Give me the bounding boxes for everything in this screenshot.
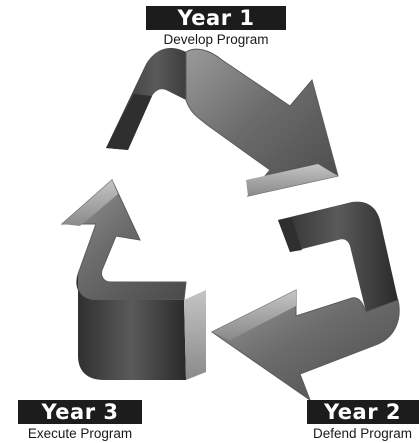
year-1-caption: Develop Program (140, 32, 292, 48)
year-3-caption: Execute Program (18, 426, 142, 442)
arrow-year-3-end (184, 290, 206, 380)
arrow-year-3-face (62, 180, 186, 300)
stage-label-year-2: Year 2 Defend Program (306, 400, 419, 442)
year-1-badge: Year 1 (146, 6, 286, 30)
year-2-caption: Defend Program (306, 426, 419, 442)
arrow-year-2 (212, 202, 399, 400)
year-3-badge: Year 3 (18, 400, 142, 424)
arrow-year-3 (62, 180, 206, 380)
arrow-year-1 (106, 48, 338, 196)
stage-label-year-3: Year 3 Execute Program (18, 400, 142, 442)
stage-label-year-1: Year 1 Develop Program (140, 6, 292, 48)
year-2-badge: Year 2 (307, 400, 419, 424)
